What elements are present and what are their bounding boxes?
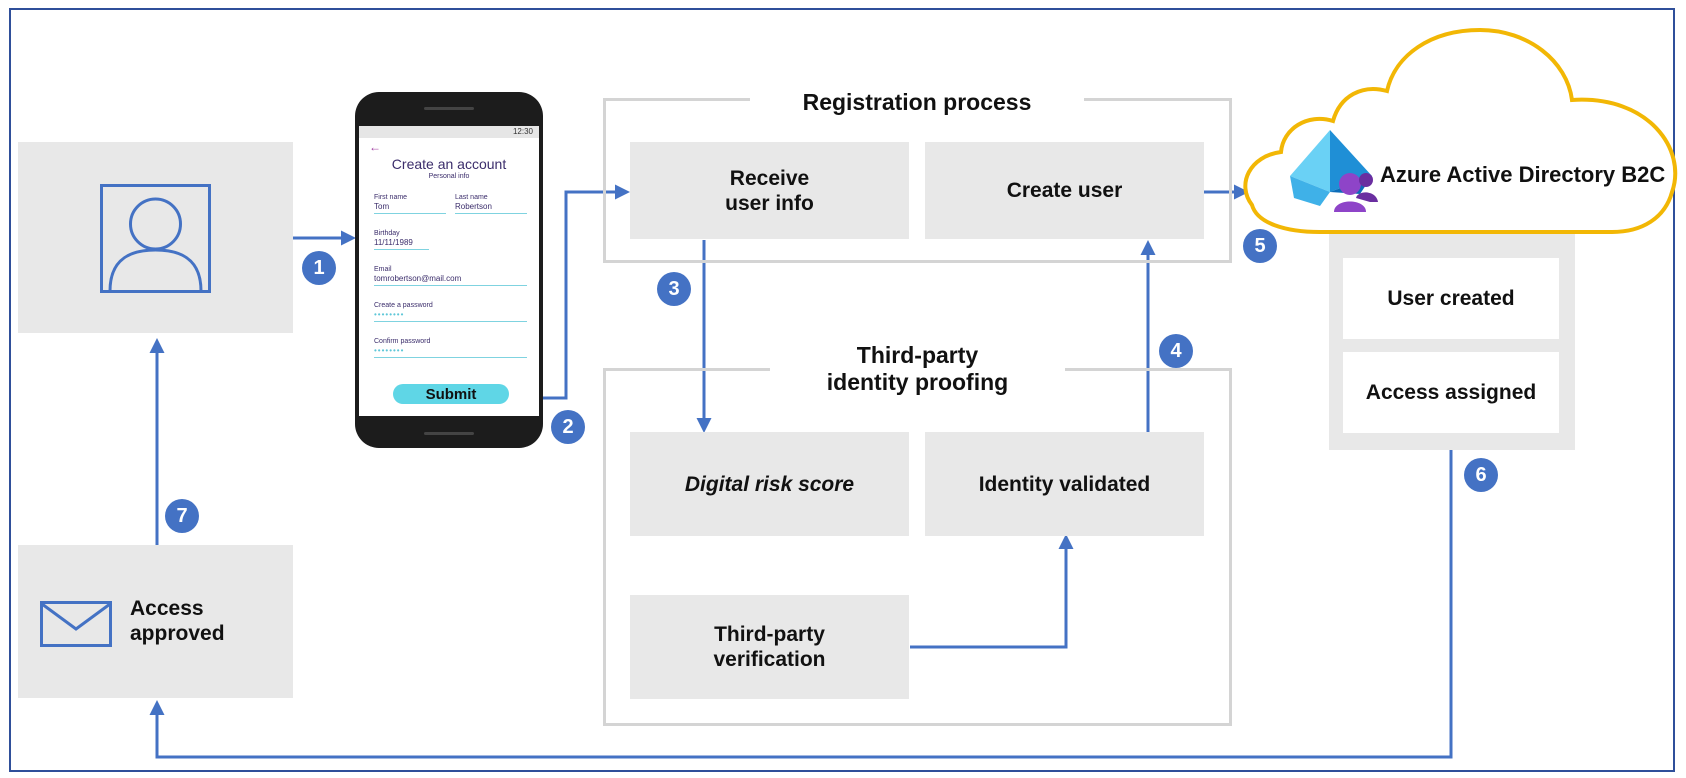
receive-user-info-box: Receive user info (630, 142, 909, 239)
confirm-password-underline (374, 357, 527, 358)
create-user-label: Create user (1006, 179, 1123, 202)
birthday-label: Birthday (374, 230, 400, 237)
status-time: 12:30 (512, 127, 533, 136)
confirm-password-label: Confirm password (374, 338, 431, 345)
access-approved-box: Access approved (18, 545, 293, 698)
identity-proofing-title: Third-party identity proofing (770, 342, 1065, 396)
form-subtitle: Personal info (428, 173, 470, 180)
digital-risk-score-label: Digital risk score (684, 472, 855, 496)
user-icon (100, 184, 211, 293)
step-badge-6: 6 (1464, 458, 1498, 492)
first-name-field[interactable]: Tom (374, 202, 390, 211)
user-created-label: User created (1387, 287, 1515, 310)
access-assigned-label: Access assigned (1365, 381, 1537, 404)
third-party-verification-box: Third-party verification (630, 595, 909, 699)
third-party-verification-label: Third-party verification (713, 623, 826, 671)
back-arrow-icon[interactable]: ← (369, 140, 381, 154)
azure-ad-b2c-icon (1290, 130, 1378, 212)
confirm-password-field[interactable]: •••••••• (374, 346, 405, 355)
receive-user-info-label: Receive user info (725, 166, 814, 215)
digital-risk-score-box: Digital risk score (630, 432, 909, 536)
mail-icon (40, 601, 112, 647)
create-user-box: Create user (925, 142, 1204, 239)
arrow-phone-to-registration (540, 184, 630, 400)
diagram-frame (9, 8, 1675, 772)
identity-validated-label: Identity validated (978, 472, 1151, 496)
phone-mockup: 12:30 ← Create an account Personal info … (355, 92, 543, 448)
first-name-underline (374, 213, 446, 214)
email-field[interactable]: tomrobertson@mail.com (374, 274, 462, 283)
last-name-field[interactable]: Robertson (455, 202, 492, 211)
access-approved-label: Access approved (130, 597, 225, 645)
registration-process-title: Registration process (750, 89, 1084, 116)
birthday-field[interactable]: 11/11/1989 (374, 238, 413, 247)
phone-screen: 12:30 ← Create an account Personal info … (359, 126, 539, 416)
create-password-label: Create a password (374, 302, 433, 309)
user-box (18, 142, 293, 333)
step-badge-7: 7 (165, 499, 199, 533)
phone-home-bar (424, 432, 474, 435)
status-bar (359, 126, 539, 138)
step-badge-1: 1 (302, 251, 336, 285)
step-badge-3: 3 (657, 272, 691, 306)
email-underline (374, 285, 527, 286)
last-name-underline (455, 213, 527, 214)
last-name-label: Last name (455, 194, 488, 201)
email-label: Email (374, 266, 392, 273)
birthday-underline (374, 249, 429, 250)
submit-button[interactable]: Submit (393, 384, 509, 404)
step-badge-4: 4 (1159, 334, 1193, 368)
phone-speaker (424, 107, 474, 110)
user-created-box: User created (1343, 258, 1559, 339)
access-assigned-box: Access assigned (1343, 352, 1559, 433)
step-badge-2: 2 (551, 410, 585, 444)
step-badge-5: 5 (1243, 229, 1277, 263)
arrow-third-party-to-validated (910, 534, 1074, 649)
identity-validated-box: Identity validated (925, 432, 1204, 536)
azure-title: Azure Active Directory B2C (1380, 161, 1666, 187)
form-title: Create an account (391, 156, 507, 172)
create-password-underline (374, 321, 527, 322)
create-password-field[interactable]: •••••••• (374, 310, 405, 319)
first-name-label: First name (374, 194, 408, 201)
arrow-azure-to-access (149, 434, 1453, 759)
